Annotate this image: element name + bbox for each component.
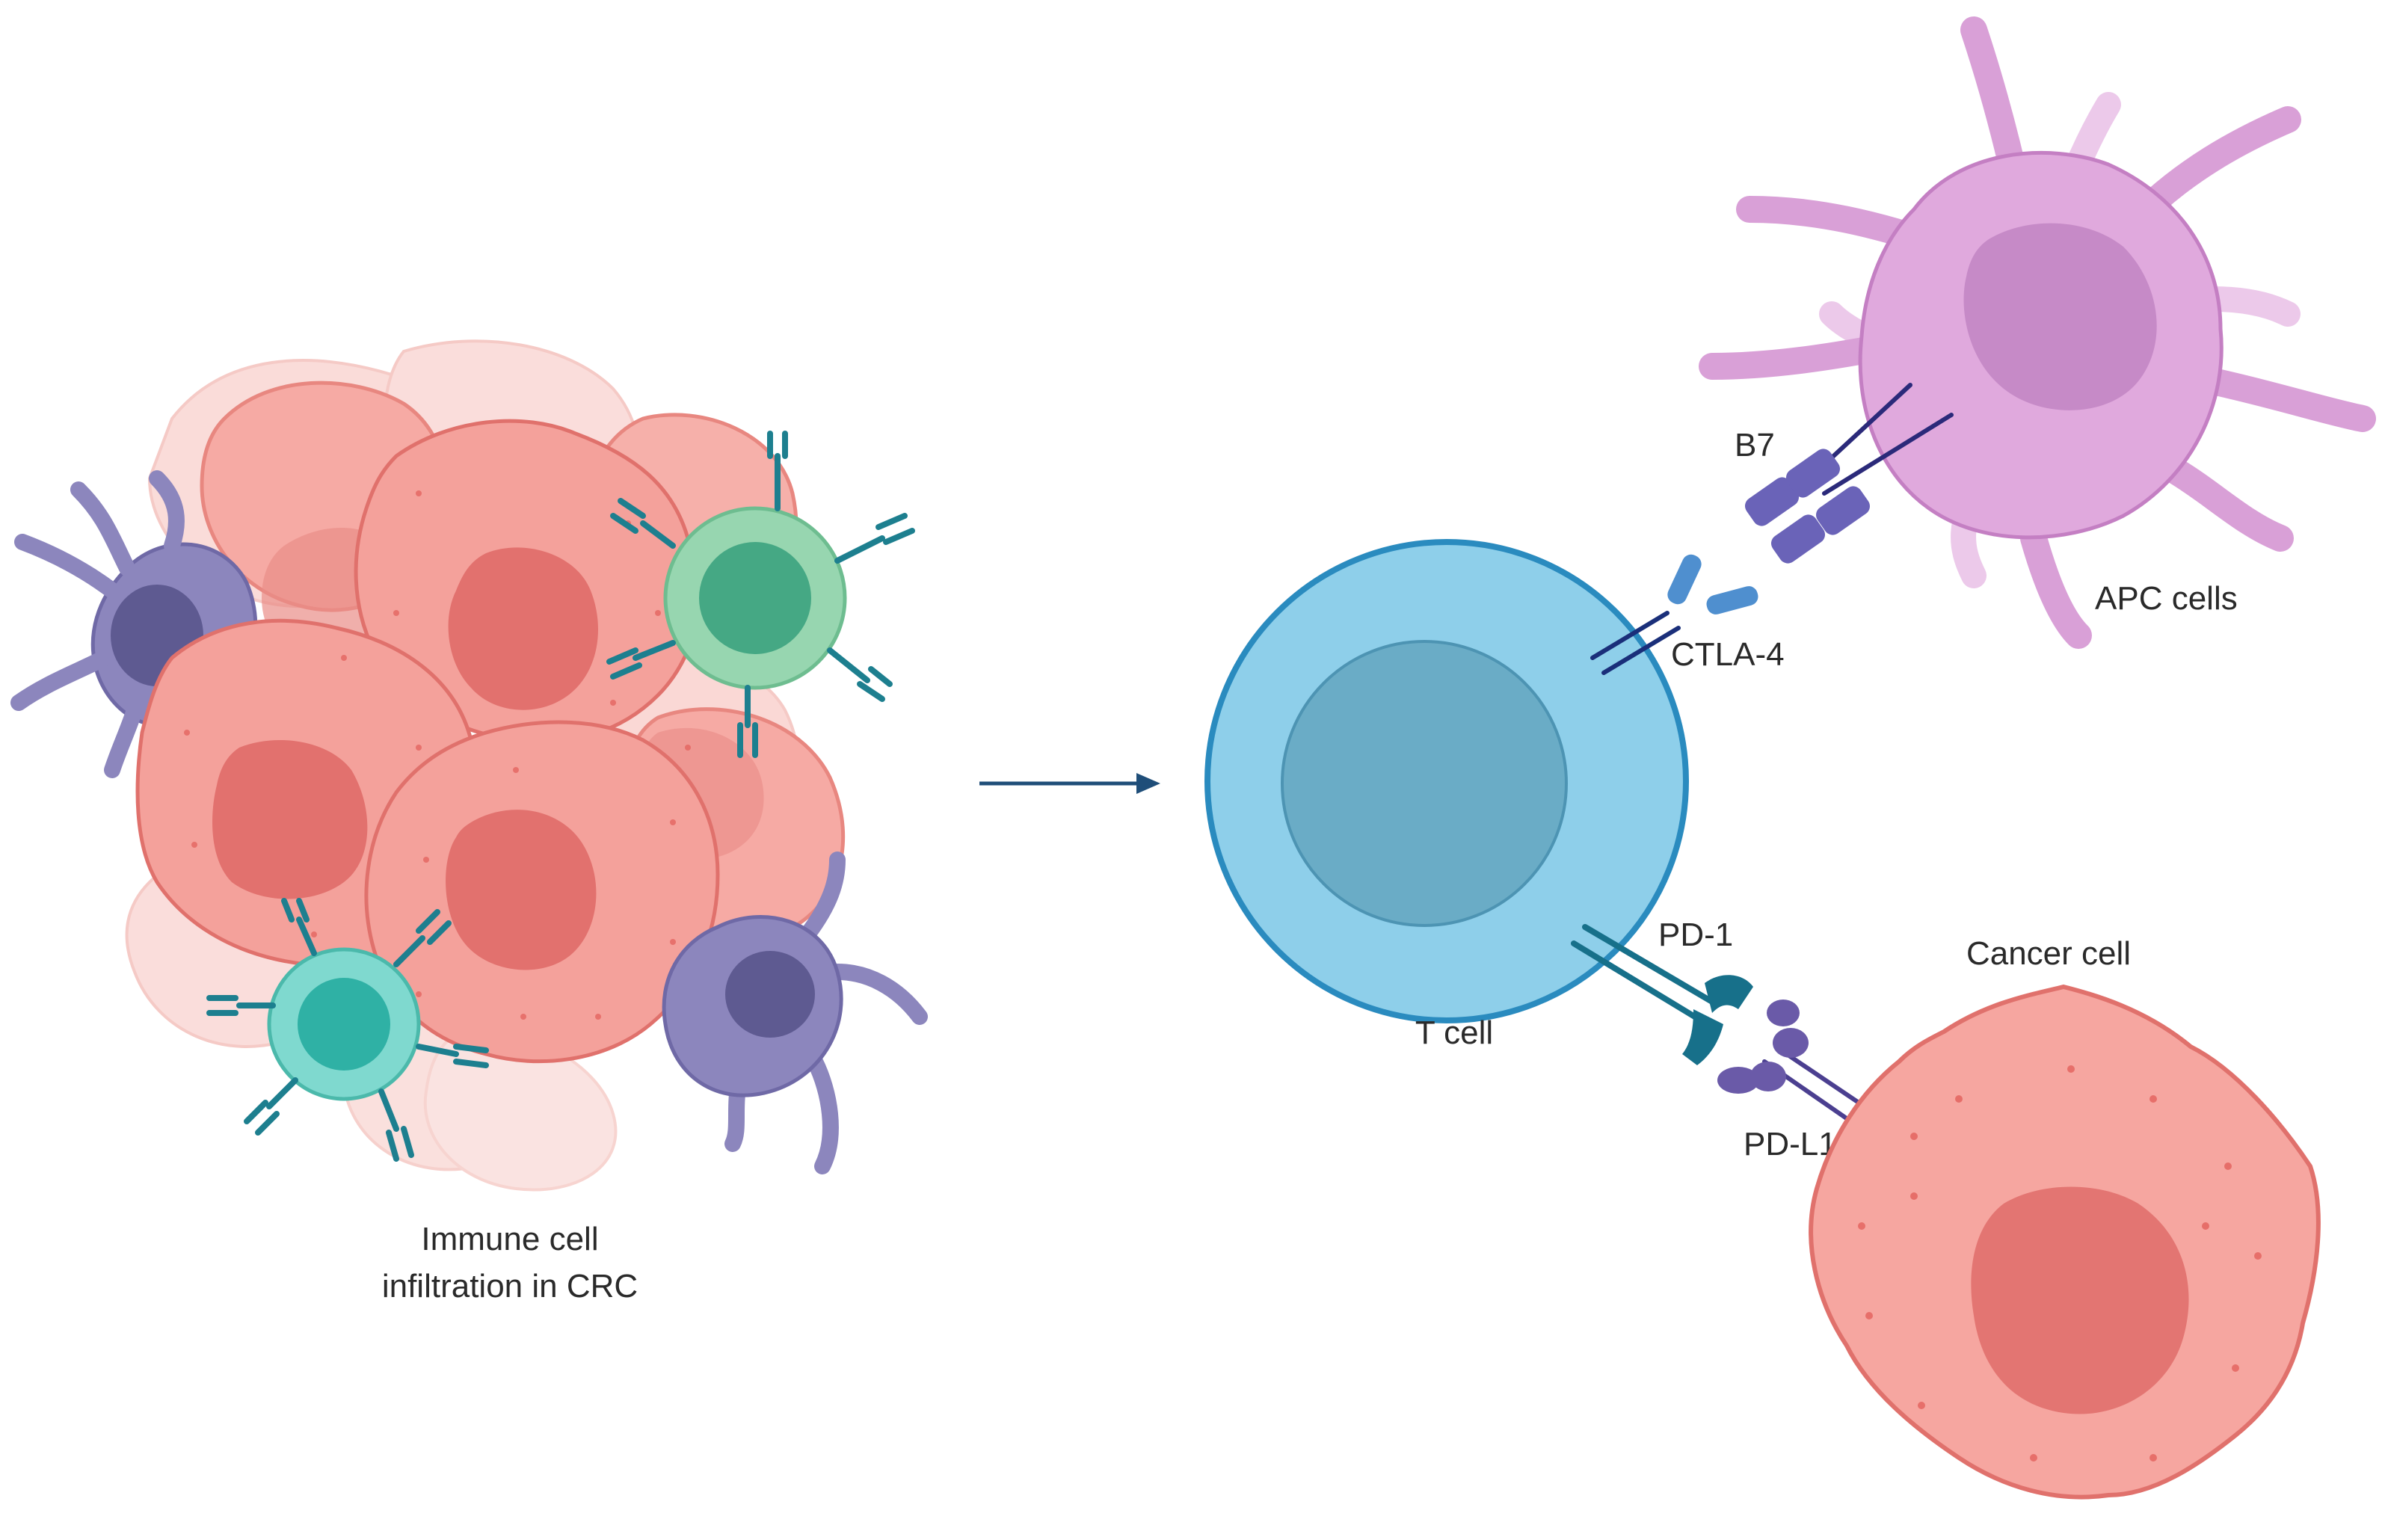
pd1-label: PD-1 <box>1658 917 1733 953</box>
t-cell <box>1204 539 1689 1023</box>
lymphocyte-green <box>606 431 915 758</box>
b7-molecule <box>1744 449 1871 564</box>
macrophage-top-left <box>10 470 258 778</box>
lymphocyte-teal <box>206 898 489 1162</box>
b7-ctla4-interaction <box>1590 383 1954 675</box>
apc-cell <box>1699 16 2376 649</box>
ctla4-label: CTLA-4 <box>1671 636 1785 673</box>
cancer-cell <box>1809 984 2321 1500</box>
cancer-cell-label: Cancer cell <box>1966 935 2131 972</box>
pd1-molecule <box>1571 924 1753 1065</box>
cluster-caption-line2: infiltration in CRC <box>382 1268 638 1305</box>
ctla4-molecule <box>1667 554 1758 615</box>
tumor-cluster <box>10 339 928 1192</box>
macrophage-bottom-right <box>662 851 928 1174</box>
t-cell-label: T cell <box>1415 1014 1493 1051</box>
transition-arrow <box>979 773 1160 794</box>
cluster-caption-line1: Immune cell <box>421 1221 598 1257</box>
apc-cells-label: APC cells <box>2095 580 2238 617</box>
b7-label: B7 <box>1735 427 1775 463</box>
pdl1-label: PD-L1 <box>1744 1126 1837 1162</box>
